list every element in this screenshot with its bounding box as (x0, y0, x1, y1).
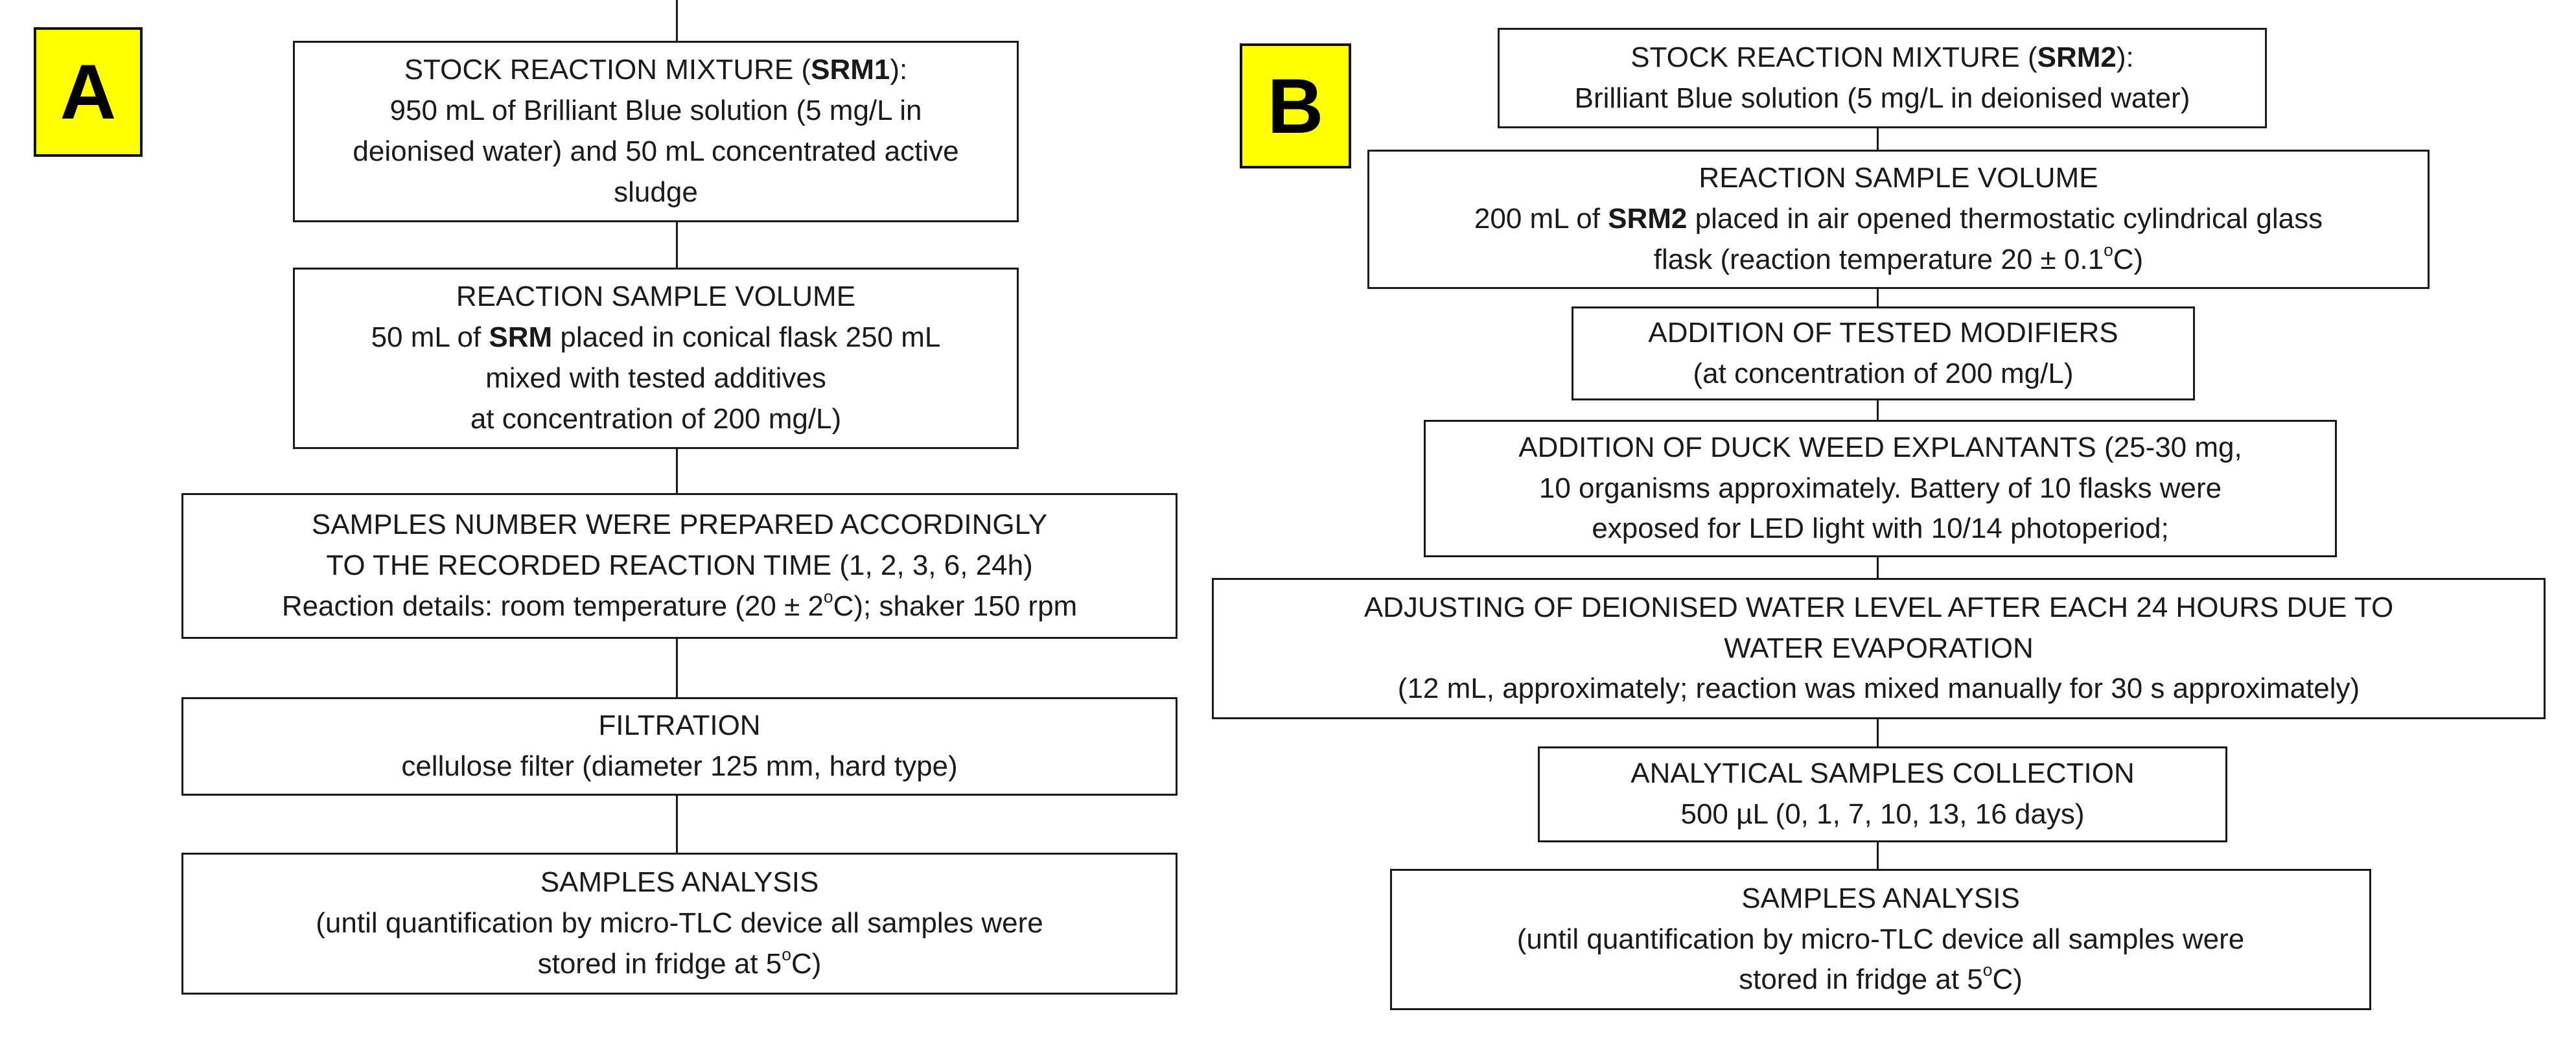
panel-a-step-2-box: REACTION SAMPLE VOLUME 50 mL of SRM place… (293, 268, 1019, 449)
panel-b-label: B (1240, 43, 1351, 168)
panel-b-step-7-box: SAMPLES ANALYSIS (until quantification by… (1390, 869, 2371, 1010)
connector-a-2-3 (676, 449, 678, 493)
panel-b-step-7-line-2: (until quantification by micro-TLC devic… (1516, 923, 2245, 955)
connector-a-3-4 (676, 639, 678, 697)
panel-b-step-3-box: ADDITION OF TESTED MODIFIERS (at concentr… (1572, 306, 2195, 400)
panel-a-step-5-box: SAMPLES ANALYSIS (until quantification by… (181, 853, 1178, 995)
panel-a-step-1-line-2: 950 mL of Brilliant Blue solution (5 mg/… (389, 95, 922, 127)
panel-b-step-2-line-3: flask (reaction temperature 20 ± 0.1oC) (1653, 240, 2144, 275)
panel-a-step-5-line-2: (until quantification by micro-TLC devic… (316, 907, 1043, 940)
panel-b-step-5-box: ADJUSTING OF DEIONISED WATER LEVEL AFTER… (1212, 578, 2546, 719)
panel-a-step-5-line-3: stored in fridge at 5oC) (537, 945, 822, 980)
panel-b-step-2-line-2: 200 mL of SRM2 placed in air opened ther… (1474, 203, 2323, 235)
panel-b-step-2-box: REACTION SAMPLE VOLUME 200 mL of SRM2 pla… (1367, 150, 2430, 289)
panel-a-step-4-box: FILTRATION cellulose filter (diameter 125… (181, 697, 1178, 796)
panel-a-step-4-line-1: FILTRATION (598, 709, 761, 742)
panel-a-step-3-line-3: Reaction details: room temperature (20 ±… (281, 587, 1078, 622)
panel-b-step-2-line-1: REACTION SAMPLE VOLUME (1699, 162, 2098, 194)
panel-a-step-1-box: STOCK REACTION MIXTURE (SRM1): 950 mL of … (293, 41, 1019, 222)
panel-a-step-3-box: SAMPLES NUMBER WERE PREPARED ACCORDINGLY… (181, 493, 1178, 639)
panel-b-step-7-line-3: stored in fridge at 5oC) (1739, 960, 2023, 996)
panel-a-step-2-line-1: REACTION SAMPLE VOLUME (456, 281, 856, 313)
connector-b-6-7 (1877, 842, 1879, 869)
panel-b-step-5-line-2: WATER EVAPORATION (1724, 632, 2034, 664)
panel-b-step-3-line-2: (at concentration of 200 mg/L) (1693, 357, 2074, 389)
panel-b-step-1-box: STOCK REACTION MIXTURE (SRM2): Brilliant … (1498, 28, 2267, 128)
panel-b-step-6-line-2: 500 µL (0, 1, 7, 10, 13, 16 days) (1680, 798, 2085, 830)
panel-b-step-7-line-1: SAMPLES ANALYSIS (1741, 882, 2020, 914)
panel-a-step-1-line-3: deionised water) and 50 mL concentrated … (353, 135, 959, 167)
panel-b-step-1-line-1: STOCK REACTION MIXTURE (SRM2): (1630, 41, 2134, 73)
connector-a-1-2 (676, 222, 678, 268)
connector-a-4-5 (676, 796, 678, 853)
connector-b-2-3 (1877, 289, 1879, 306)
panel-b-step-3-line-1: ADDITION OF TESTED MODIFIERS (1648, 316, 2118, 349)
connector-b-1-2 (1877, 128, 1879, 150)
connector-b-5-6 (1877, 719, 1879, 746)
panel-b-step-5-line-3: (12 mL, approximately; reaction was mixe… (1397, 673, 2360, 705)
panel-b-step-6-line-1: ANALYTICAL SAMPLES COLLECTION (1630, 757, 2135, 790)
connector-b-3-4 (1877, 400, 1879, 420)
panel-b-step-4-line-3: exposed for LED light with 10/14 photope… (1592, 513, 2169, 545)
panel-b-step-4-box: ADDITION OF DUCK WEED EXPLANTANTS (25-30… (1424, 420, 2337, 557)
panel-b-step-4-line-2: 10 organisms approximately. Battery of 1… (1538, 472, 2222, 504)
connector-a-top (676, 0, 678, 41)
panel-a-step-5-line-1: SAMPLES ANALYSIS (540, 866, 819, 899)
panel-a-step-1-line-1: STOCK REACTION MIXTURE (SRM1): (404, 54, 908, 86)
panel-a-step-3-line-2: TO THE RECORDED REACTION TIME (1, 2, 3, … (326, 549, 1033, 582)
panel-a-step-2-line-4: at concentration of 200 mg/L) (470, 402, 842, 435)
panel-a-step-3-line-1: SAMPLES NUMBER WERE PREPARED ACCORDINGLY (311, 509, 1048, 541)
panel-a-step-1-line-4: sludge (614, 176, 698, 208)
panel-a-step-2-line-3: mixed with tested additives (485, 362, 826, 394)
panel-b-step-5-line-1: ADJUSTING OF DEIONISED WATER LEVEL AFTER… (1363, 591, 2394, 623)
panel-b-step-6-box: ANALYTICAL SAMPLES COLLECTION 500 µL (0, … (1538, 746, 2227, 842)
panel-a-label: A (34, 27, 143, 157)
panel-a-step-2-line-2: 50 mL of SRM placed in conical flask 250… (371, 321, 941, 354)
panel-b-step-1-line-2: Brilliant Blue solution (5 mg/L in deion… (1574, 82, 2190, 114)
connector-b-4-5 (1877, 557, 1879, 578)
panel-b-step-4-line-1: ADDITION OF DUCK WEED EXPLANTANTS (25-30… (1518, 431, 2242, 463)
panel-a-step-4-line-2: cellulose filter (diameter 125 mm, hard … (401, 750, 958, 782)
